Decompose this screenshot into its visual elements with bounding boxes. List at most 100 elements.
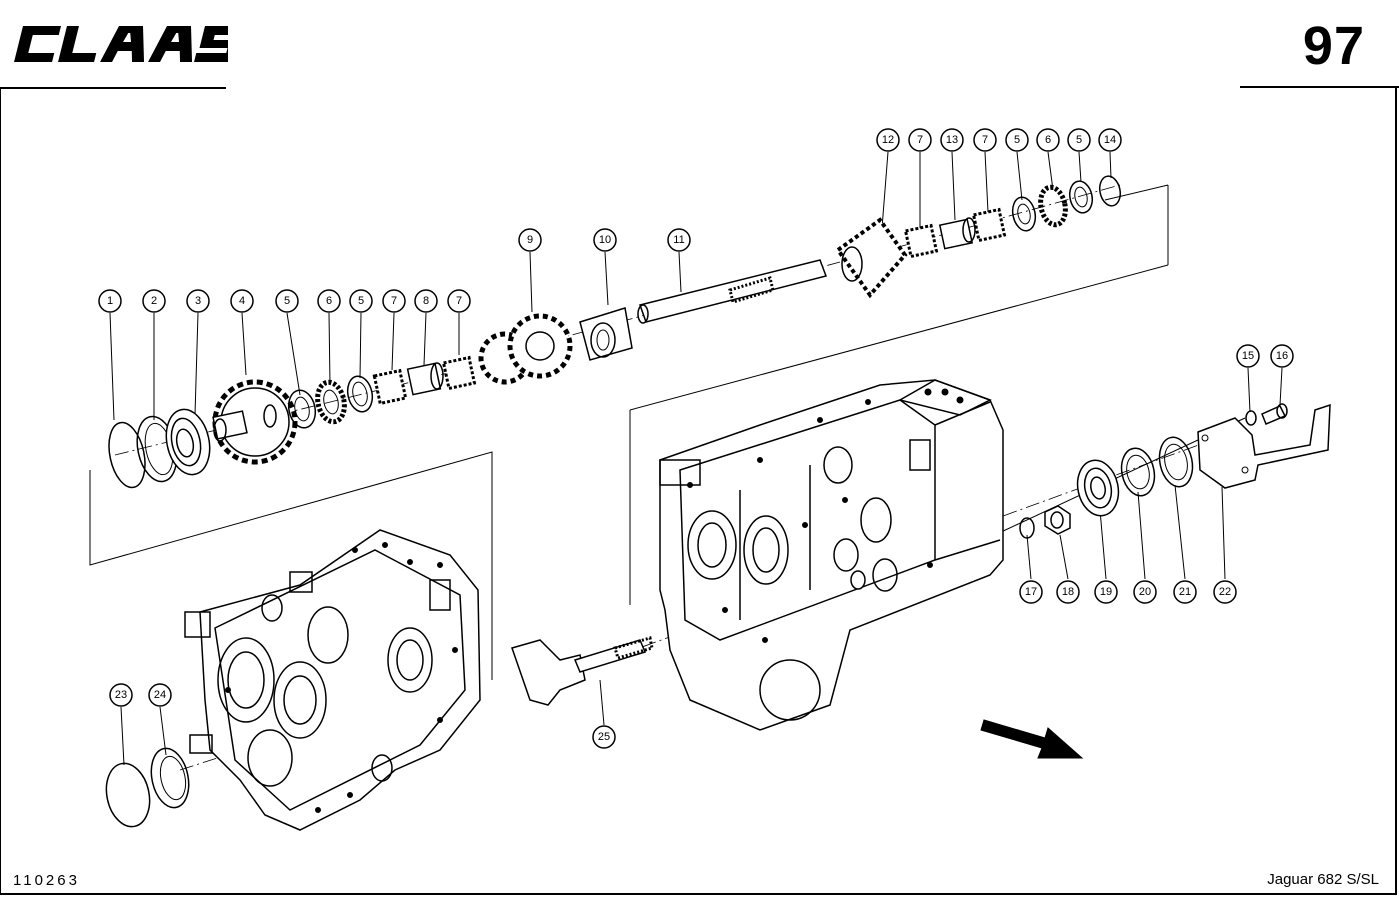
part-5-washer-third (1011, 196, 1037, 232)
callout-14: 14 (1098, 128, 1122, 152)
header-rule-left (0, 87, 226, 89)
header-rule-right (1240, 86, 1399, 88)
svg-text:5: 5 (1076, 134, 1082, 146)
gearbox-housing-main (659, 379, 1004, 731)
svg-text:5: 5 (358, 295, 364, 307)
callout-7: 7 (382, 289, 406, 313)
callout-17: 17 (1019, 580, 1043, 604)
svg-text:7: 7 (456, 295, 462, 307)
svg-text:13: 13 (946, 134, 958, 146)
leader-lines (109, 151, 1283, 766)
callout-6: 6 (317, 289, 341, 313)
part-11-splined-shaft (637, 259, 827, 324)
callout-22: 22 (1213, 580, 1237, 604)
callout-2: 2 (142, 289, 166, 313)
svg-text:20: 20 (1139, 586, 1151, 598)
svg-text:7: 7 (982, 134, 988, 146)
diagram-frame (0, 88, 1397, 895)
part-4-spur-gear (212, 379, 298, 465)
svg-text:6: 6 (1045, 134, 1051, 146)
part-13-sleeve (938, 217, 976, 250)
callout-5: 5 (1005, 128, 1029, 152)
callout-25: 25 (592, 725, 616, 749)
part-5-washer-second (346, 375, 374, 413)
callout-3: 3 (186, 289, 210, 313)
svg-text:15: 15 (1242, 350, 1254, 362)
svg-text:11: 11 (673, 234, 684, 246)
part-23-cover-disc (105, 762, 151, 828)
svg-text:23: 23 (115, 689, 127, 701)
callout-21: 21 (1173, 580, 1197, 604)
part-6-thrust-bearing-second (1038, 184, 1068, 228)
callout-19: 19 (1094, 580, 1118, 604)
callout-8: 8 (414, 289, 438, 313)
svg-text:5: 5 (1014, 134, 1020, 146)
part-20-shim (1120, 447, 1156, 497)
part-25-shift-fork (511, 636, 654, 706)
callout-6: 6 (1036, 128, 1060, 152)
part-7-needle-bearing-fourth (971, 207, 1007, 243)
callout-4: 4 (230, 289, 254, 313)
model-name: Jaguar 682 S/SL (1267, 871, 1379, 888)
part-6-thrust-bearing (315, 379, 347, 425)
svg-text:1: 1 (107, 295, 113, 307)
svg-text:19: 19 (1100, 586, 1112, 598)
callout-7: 7 (447, 289, 471, 313)
svg-text:4: 4 (239, 295, 245, 307)
callout-7: 7 (908, 128, 932, 152)
part-7-needle-bearing (372, 368, 408, 406)
callout-5: 5 (275, 289, 299, 313)
callout-24: 24 (148, 683, 172, 707)
callout-5: 5 (349, 289, 373, 313)
drawing-number: 110263 (13, 872, 80, 889)
svg-text:16: 16 (1276, 350, 1288, 362)
callout-15: 15 (1236, 344, 1260, 368)
part-21-shim (1158, 436, 1194, 488)
callout-13: 13 (940, 128, 964, 152)
svg-text:8: 8 (423, 295, 429, 307)
callout-11: 11 (667, 228, 691, 252)
part-16-bolt (1261, 403, 1288, 425)
part-5-washer (287, 389, 317, 429)
svg-text:25: 25 (598, 731, 610, 743)
svg-text:18: 18 (1062, 586, 1074, 598)
callout-5: 5 (1067, 128, 1091, 152)
part-9-double-gear (478, 313, 573, 385)
svg-text:9: 9 (527, 234, 533, 246)
part-15-washer (1245, 410, 1257, 426)
part-8-sleeve (406, 362, 444, 396)
part-7-needle-bearing-second (441, 355, 477, 391)
callout-23: 23 (109, 683, 133, 707)
claas-logo (14, 26, 228, 62)
svg-text:7: 7 (391, 295, 397, 307)
part-18-nut (1044, 505, 1071, 535)
part-14-snap-ring (1098, 175, 1122, 207)
callout-10: 10 (593, 228, 617, 252)
callout-18: 18 (1056, 580, 1080, 604)
part-5-washer-fourth (1068, 180, 1094, 214)
callout-16: 16 (1270, 344, 1294, 368)
svg-text:2: 2 (151, 295, 157, 307)
callout-9: 9 (518, 228, 542, 252)
svg-text:3: 3 (195, 295, 201, 307)
callout-12: 12 (876, 128, 900, 152)
svg-text:22: 22 (1219, 586, 1231, 598)
callout-1: 1 (98, 289, 122, 313)
svg-text:14: 14 (1104, 134, 1116, 146)
part-10-sliding-sleeve (579, 307, 633, 361)
part-12-bevel-gear (835, 217, 908, 299)
part-19-ball-bearing (1076, 459, 1120, 517)
svg-text:6: 6 (326, 295, 332, 307)
gearbox-cover-housing (184, 529, 481, 831)
part-1-snap-ring (108, 421, 146, 489)
callouts: 1 2 3 4 5 6 5 7 8 7 9 10 11 12 7 13 7 5 … (98, 128, 1294, 749)
svg-text:12: 12 (882, 134, 894, 146)
part-3-ball-bearing (165, 408, 211, 476)
svg-text:21: 21 (1179, 586, 1191, 598)
svg-text:10: 10 (599, 234, 611, 246)
svg-text:17: 17 (1025, 586, 1037, 598)
svg-text:24: 24 (154, 689, 166, 701)
callout-7: 7 (973, 128, 997, 152)
